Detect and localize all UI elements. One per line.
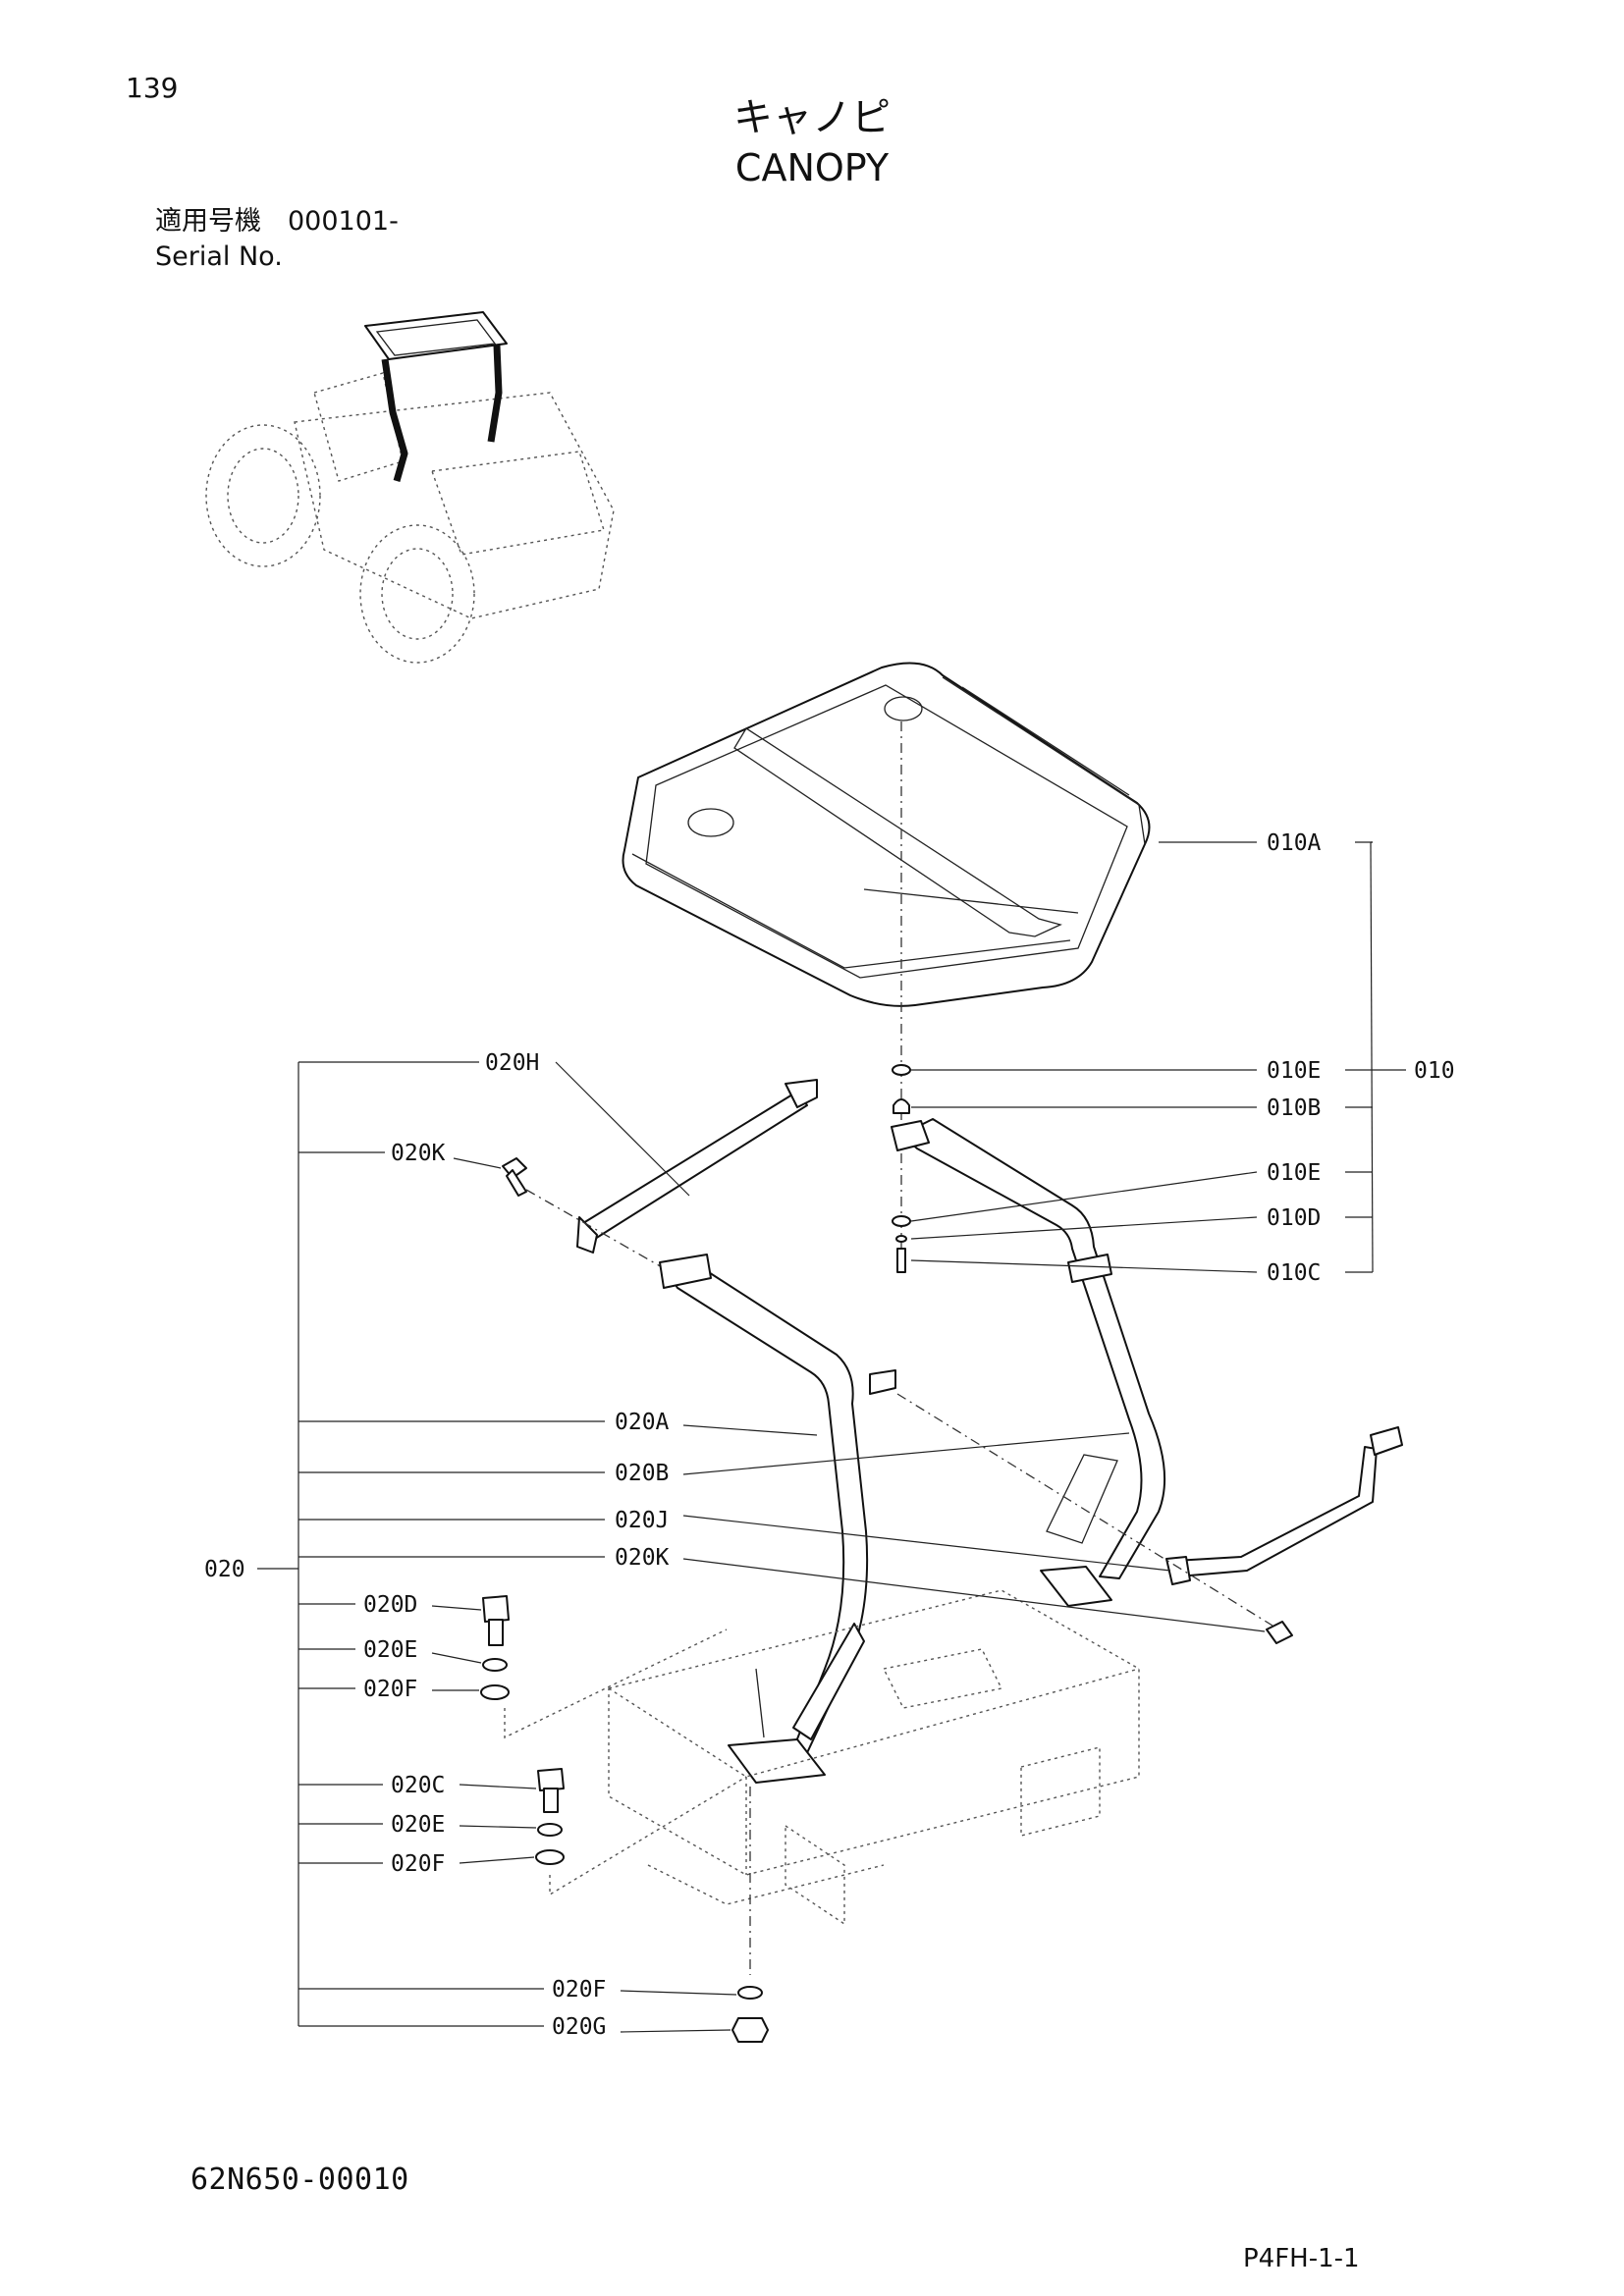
- callout-020A: 020A: [615, 1410, 670, 1435]
- callout-010A: 010A: [1267, 830, 1322, 856]
- drawing-number: 62N650-00010: [190, 2163, 409, 2197]
- callout-020E-lower: 020E: [391, 1812, 445, 1838]
- callout-020: 020: [204, 1557, 245, 1582]
- right-canopy-post: [891, 1118, 1166, 1607]
- callout-020F-lower: 020F: [391, 1851, 445, 1877]
- serial-number-label: Serial No.: [155, 241, 283, 272]
- callout-020B: 020B: [615, 1461, 669, 1486]
- page-title: CANOPY: [734, 146, 890, 189]
- callout-020G: 020G: [552, 2014, 606, 2040]
- lower-washer-nut: [731, 1986, 769, 2043]
- left-canopy-post: [659, 1254, 896, 1784]
- callout-020K: 020K: [391, 1141, 446, 1166]
- chassis-frame: [608, 1589, 1140, 1926]
- callout-020D: 020D: [363, 1592, 417, 1618]
- callout-020F: 020F: [363, 1677, 417, 1702]
- bolt-upper-left: [502, 1157, 527, 1197]
- callout-020H: 020H: [485, 1050, 539, 1076]
- bolt-lower-right: [1266, 1621, 1293, 1644]
- page-title-japanese: キャノピ: [733, 95, 891, 140]
- callout-010B: 010B: [1267, 1095, 1321, 1121]
- callout-020K-lower: 020K: [615, 1545, 670, 1571]
- machine-overview-thumbnail: [205, 311, 615, 664]
- side-brace-part: [1165, 1426, 1403, 1585]
- callout-020E: 020E: [363, 1637, 417, 1663]
- mounting-hardware-left: [480, 1595, 565, 1865]
- canopy-roof-part: [622, 662, 1151, 1007]
- callout-010D: 010D: [1267, 1205, 1321, 1231]
- callout-010E-lower: 010E: [1267, 1160, 1321, 1186]
- callout-010C: 010C: [1267, 1260, 1321, 1286]
- callout-010: 010: [1414, 1058, 1455, 1084]
- serial-applicability-label: 適用号機 000101-: [155, 206, 399, 237]
- page-code: P4FH-1-1: [1243, 2244, 1360, 2273]
- roof-hardware-stack: [892, 1064, 911, 1273]
- cross-bar-part: [576, 1079, 818, 1254]
- callout-020F-bottom: 020F: [552, 1977, 606, 2002]
- callout-020C: 020C: [391, 1773, 445, 1798]
- callout-010E: 010E: [1267, 1058, 1321, 1084]
- callout-020J: 020J: [615, 1508, 669, 1533]
- page-number: 139: [126, 72, 179, 104]
